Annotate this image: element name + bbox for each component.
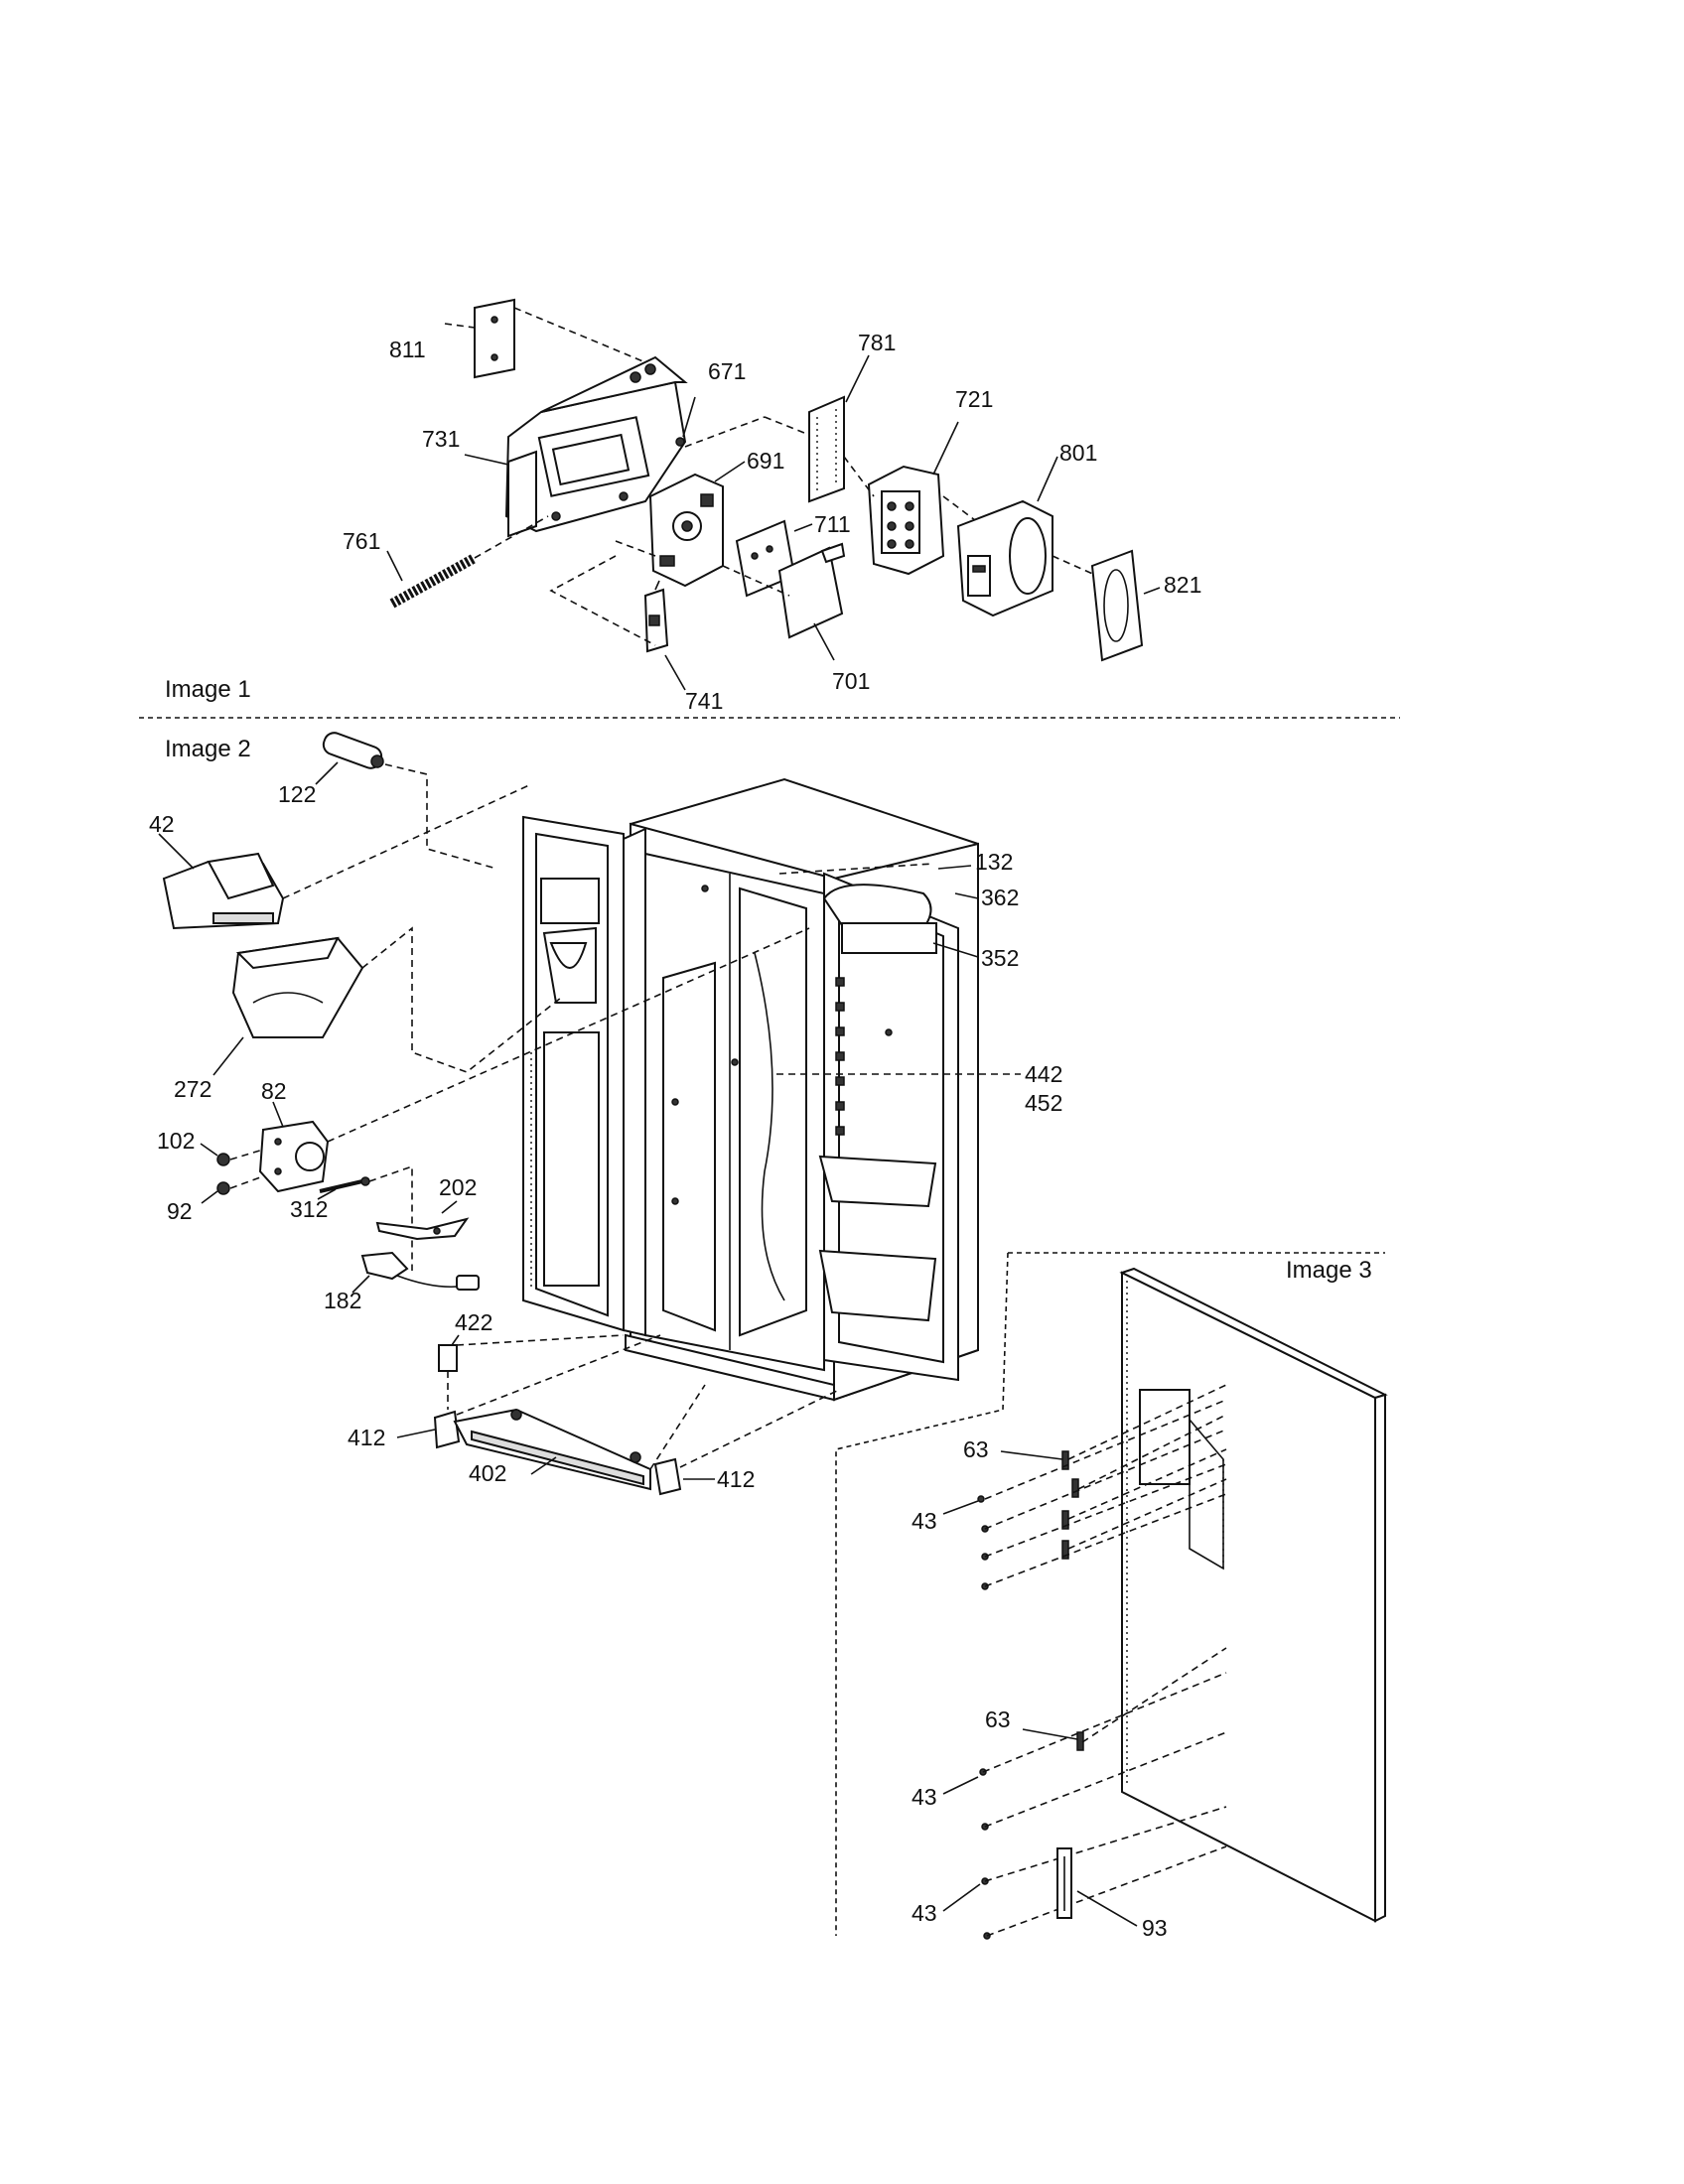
callout-781: 781 xyxy=(858,330,896,355)
callout-43-upper: 43 xyxy=(912,1508,937,1534)
section-label-image1: Image 1 xyxy=(165,676,251,703)
part-412-end-cap-left xyxy=(433,1410,461,1449)
part-402-toe-grille xyxy=(453,1408,651,1491)
part-122-filter xyxy=(322,732,384,769)
callout-422: 422 xyxy=(455,1309,492,1335)
image3-boundary xyxy=(835,1252,1009,1936)
part-811-plate xyxy=(474,298,515,379)
part-821-seal xyxy=(1090,549,1144,662)
callout-312: 312 xyxy=(290,1196,328,1222)
callout-412-left: 412 xyxy=(348,1425,385,1450)
refrigerator-door-panel xyxy=(1119,1267,1388,1923)
part-781-gasket xyxy=(808,395,845,503)
callout-671: 671 xyxy=(708,358,746,384)
part-731-housing xyxy=(504,355,688,538)
part-741-switch xyxy=(643,580,669,653)
callout-182: 182 xyxy=(324,1288,361,1313)
lower-fasteners xyxy=(979,1647,1227,1940)
callout-43-middle: 43 xyxy=(912,1784,937,1810)
part-312-pin xyxy=(319,1176,370,1193)
callout-352: 352 xyxy=(981,945,1019,971)
part-272-ice-bin xyxy=(231,936,364,1038)
callout-122: 122 xyxy=(278,781,316,807)
callout-93: 93 xyxy=(1142,1915,1168,1941)
callout-42: 42 xyxy=(149,811,175,837)
callout-63-lower: 63 xyxy=(985,1706,1011,1732)
part-202-clip xyxy=(375,1217,470,1241)
callout-402: 402 xyxy=(469,1460,506,1486)
callout-721: 721 xyxy=(955,386,993,412)
callout-272: 272 xyxy=(174,1076,211,1102)
part-701-plate xyxy=(777,542,846,639)
image2-group: Image 2 xyxy=(149,732,1062,1496)
callout-701: 701 xyxy=(832,668,870,694)
callout-731: 731 xyxy=(422,426,460,452)
callout-711: 711 xyxy=(814,511,851,537)
refrigerator-cabinet xyxy=(522,777,979,1402)
callout-202: 202 xyxy=(439,1174,477,1200)
callout-63-upper: 63 xyxy=(963,1436,989,1462)
callout-82: 82 xyxy=(261,1078,287,1104)
callout-442: 442 xyxy=(1025,1061,1062,1087)
callout-132: 132 xyxy=(975,849,1013,875)
callout-452: 452 xyxy=(1025,1090,1062,1116)
section-label-image2: Image 2 xyxy=(165,736,251,762)
upper-fasteners xyxy=(977,1384,1227,1590)
callout-43-lower: 43 xyxy=(912,1900,937,1926)
part-422-clip xyxy=(438,1344,458,1372)
part-691-motor xyxy=(648,473,724,588)
part-182-harness xyxy=(360,1251,480,1291)
part-721-control xyxy=(867,465,945,576)
part-42-icebucket-top xyxy=(162,852,285,930)
callout-821: 821 xyxy=(1164,572,1201,598)
part-82-bracket xyxy=(258,1120,330,1193)
callout-102: 102 xyxy=(157,1128,195,1154)
callout-92: 92 xyxy=(167,1198,193,1224)
callout-691: 691 xyxy=(747,448,784,474)
part-761-spring xyxy=(389,553,478,609)
callout-362: 362 xyxy=(981,885,1019,910)
callout-412-right: 412 xyxy=(717,1466,755,1492)
callout-741: 741 xyxy=(685,688,723,714)
part-92-screw xyxy=(216,1181,230,1195)
part-102-screw xyxy=(216,1153,230,1166)
callout-761: 761 xyxy=(343,528,380,554)
part-801-housing xyxy=(956,499,1053,617)
callout-811: 811 xyxy=(389,337,426,362)
part-412-end-cap-right xyxy=(653,1457,682,1496)
image3-group: Image 3 xyxy=(835,1252,1388,1941)
part-671-screw xyxy=(675,437,685,447)
callout-801: 801 xyxy=(1059,440,1097,466)
section-label-image3: Image 3 xyxy=(1286,1257,1372,1284)
image1-group: 811 671 781 721 731 691 801 761 711 821 … xyxy=(165,298,1201,714)
